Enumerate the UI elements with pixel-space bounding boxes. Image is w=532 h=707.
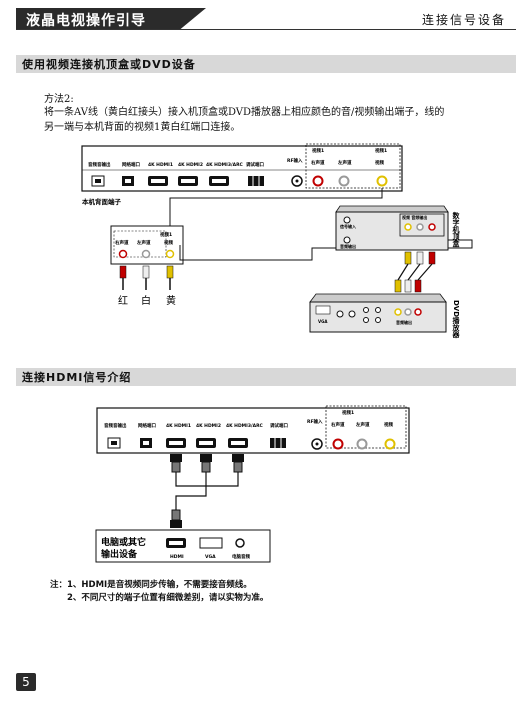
connector-right: 右声道 bbox=[114, 239, 129, 246]
svg-text:视频1: 视频1 bbox=[342, 409, 354, 416]
red-jack-icon bbox=[312, 175, 324, 187]
stb-signal-in: 信号输入 bbox=[340, 223, 356, 229]
pc-device-box bbox=[95, 529, 271, 563]
tv-back-panel bbox=[81, 145, 403, 192]
stb-name: 数字机顶盒 bbox=[452, 211, 461, 248]
port-label-hdmi1: 4K HDMI1 bbox=[148, 162, 173, 168]
section-2-bar: 连接HDMI信号介绍 bbox=[16, 368, 516, 386]
pc-audio-label: 电脑音频 bbox=[232, 553, 250, 560]
port-label-hdmi2: 4K HDMI2 bbox=[178, 162, 203, 168]
panel-right-channel: 右声道 bbox=[310, 159, 325, 166]
tv-back-panel-2 bbox=[96, 407, 410, 454]
back-panel-label: 本机背面端子 bbox=[82, 197, 122, 206]
svg-text:视频: 视频 bbox=[384, 421, 393, 428]
header-title-block bbox=[16, 8, 206, 30]
svg-text:4K HDMI1: 4K HDMI1 bbox=[166, 423, 191, 429]
section-2-title: 连接HDMI信号介绍 bbox=[22, 371, 132, 384]
label-red: 红 bbox=[118, 294, 128, 307]
set-top-box bbox=[335, 211, 449, 251]
instruction-line-1: 将一条AV线（黄白红接头）接入机顶盒或DVD播放器上相应颜色的音/视频输出端子，… bbox=[44, 107, 445, 118]
svg-text:4K HDMI3/ARC: 4K HDMI3/ARC bbox=[226, 423, 264, 429]
svg-text:左声道: 左声道 bbox=[356, 421, 370, 428]
label-yellow: 黄 bbox=[166, 294, 176, 307]
pc-name-line2: 输出设备 bbox=[101, 548, 138, 560]
section-1-title: 使用视频连接机顶盒或DVD设备 bbox=[22, 58, 196, 71]
instruction-line-2: 另一端与本机背面的视频1黄白红端口连接。 bbox=[44, 122, 241, 133]
pc-vga-label: VGA bbox=[205, 554, 216, 560]
svg-text:调试端口: 调试端口 bbox=[270, 422, 288, 429]
dvd-vga: VGA bbox=[318, 319, 328, 324]
pc-hdmi-label: HDMI bbox=[170, 554, 184, 560]
connector-left: 左声道 bbox=[137, 239, 151, 246]
note-1: 注：1、HDMI是音视频同步传输，不需要接音频线。 bbox=[50, 580, 252, 590]
svg-text:音频音输出: 音频音输出 bbox=[104, 422, 127, 429]
header-section-name: 连接信号设备 bbox=[421, 13, 506, 27]
av-connector-box bbox=[110, 225, 184, 265]
page-header: 液晶电视操作引导 连接信号设备 bbox=[16, 8, 516, 30]
yellow-jack-icon bbox=[376, 175, 388, 187]
method-label: 方法2: bbox=[44, 94, 74, 105]
label-white: 白 bbox=[141, 294, 151, 307]
pc-name-line1: 电脑或其它 bbox=[101, 536, 146, 548]
dvd-audio-out: 音频输出 bbox=[396, 319, 412, 325]
panel-video1-label: 视频1 bbox=[312, 147, 324, 154]
av-connection-diagram: 音频音输出 网络端口 4K HDMI1 4K HDMI2 4K HDMI3/AR… bbox=[81, 143, 473, 339]
stb-video-audio-out: 视频 音频输出 bbox=[402, 214, 427, 220]
pc-vga-port-icon bbox=[199, 537, 223, 549]
pc-audio-port-icon bbox=[235, 538, 245, 548]
connector-video: 视频 bbox=[164, 239, 173, 246]
panel-left-channel: 左声道 bbox=[338, 159, 352, 166]
hdmi-connection-diagram: 音频音输出 网络端口 4K HDMI1 4K HDMI2 4K HDMI3/AR… bbox=[95, 405, 410, 563]
section-1-bar: 使用视频连接机顶盒或DVD设备 bbox=[16, 55, 516, 73]
stb-audio-out: 音频输出 bbox=[340, 243, 356, 249]
debug-port-icon bbox=[248, 176, 264, 186]
port-label-hdmi3: 4K HDMI3/ARC bbox=[206, 162, 244, 168]
port-label-network: 网络端口 bbox=[122, 161, 140, 168]
hdmi-plugs bbox=[170, 454, 244, 473]
svg-text:RF输入: RF输入 bbox=[307, 418, 323, 425]
port-label-debug: 调试端口 bbox=[246, 161, 264, 168]
svg-text:右声道: 右声道 bbox=[330, 421, 345, 428]
dvd-name: DVD播放器 bbox=[452, 300, 461, 339]
panel-video: 视频 bbox=[375, 159, 384, 166]
svg-text:网络端口: 网络端口 bbox=[138, 422, 156, 429]
white-jack-icon bbox=[338, 175, 350, 187]
port-label-audio-out: 音频音输出 bbox=[88, 161, 111, 168]
note-2: 2、不同尺寸的端子位置有细微差别，请以实物为准。 bbox=[67, 593, 269, 603]
header-title: 液晶电视操作引导 bbox=[26, 13, 146, 29]
header-divider bbox=[16, 29, 516, 30]
page-number: 5 bbox=[16, 673, 36, 691]
connector-video1: 视频1 bbox=[160, 231, 172, 238]
svg-text:4K HDMI2: 4K HDMI2 bbox=[196, 423, 221, 429]
port-label-rf: RF输入 bbox=[287, 157, 303, 164]
svg-text:视频1: 视频1 bbox=[375, 147, 387, 154]
